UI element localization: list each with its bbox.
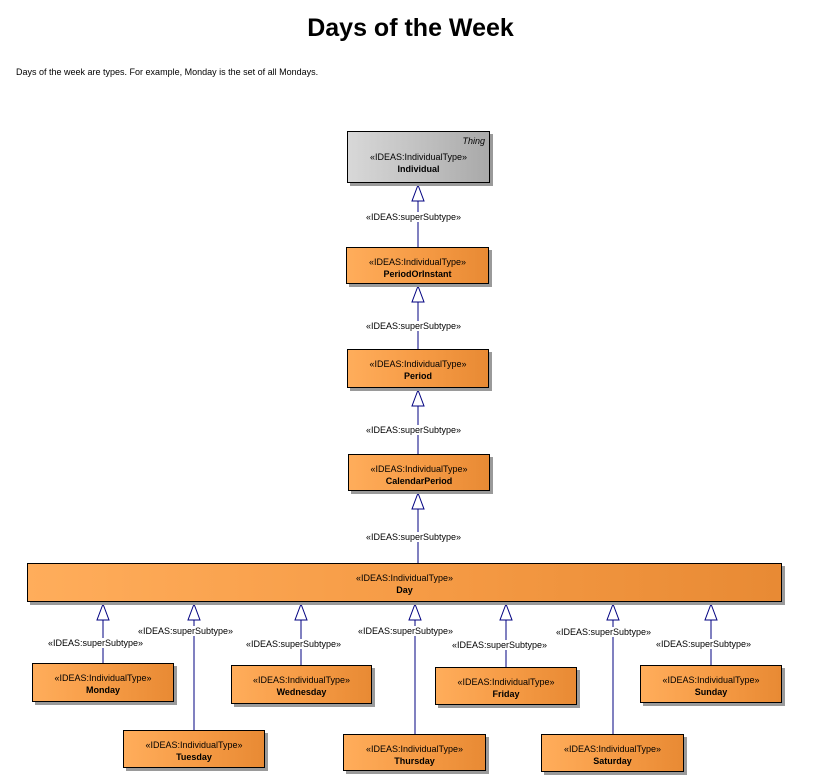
node-name: CalendarPeriod <box>385 476 453 486</box>
node-thursday[interactable]: «IDEAS:IndividualType» Thursday <box>343 734 486 771</box>
node-stereotype: «IDEAS:IndividualType» <box>662 675 760 685</box>
node-name: Tuesday <box>176 752 212 762</box>
node-saturday[interactable]: «IDEAS:IndividualType» Saturday <box>541 734 684 772</box>
arrowhead-day-thursday <box>408 602 422 621</box>
node-name: Wednesday <box>276 687 327 697</box>
node-name: Thursday <box>394 756 435 766</box>
node-stereotype: «IDEAS:IndividualType» <box>145 740 243 750</box>
arrowhead-day-saturday <box>606 602 620 621</box>
arrowhead-day-wednesday <box>294 602 308 621</box>
node-name: Sunday <box>694 687 728 697</box>
node-stereotype: «IDEAS:IndividualType» <box>368 257 467 267</box>
relation-label: «IDEAS:superSubtype» <box>366 425 462 435</box>
relation-label: «IDEAS:superSubtype» <box>656 639 752 649</box>
relation-label: «IDEAS:superSubtype» <box>366 532 462 542</box>
relation-label: «IDEAS:superSubtype» <box>246 639 342 649</box>
arrowhead-day-sunday <box>704 602 718 621</box>
node-name: Monday <box>85 685 120 695</box>
node-tuesday[interactable]: «IDEAS:IndividualType» Tuesday <box>123 730 265 768</box>
page-title: Days of the Week <box>307 14 514 42</box>
arrowhead-day-tuesday <box>187 602 201 621</box>
node-stereotype: «IDEAS:IndividualType» <box>54 673 152 683</box>
node-name: Day <box>396 585 413 595</box>
node-stereotype: «IDEAS:IndividualType» <box>563 744 662 754</box>
node-stereotype: «IDEAS:IndividualType» <box>457 677 555 687</box>
relation-label: «IDEAS:superSubtype» <box>366 321 462 331</box>
relation-label: «IDEAS:superSubtype» <box>358 626 454 636</box>
node-wednesday[interactable]: «IDEAS:IndividualType» Wednesday <box>231 665 372 704</box>
arrowhead-period <box>411 388 425 407</box>
relation-label: «IDEAS:superSubtype» <box>366 212 462 222</box>
node-stereotype: «IDEAS:IndividualType» <box>252 675 351 685</box>
relation-label: «IDEAS:superSubtype» <box>556 627 652 637</box>
node-friday[interactable]: «IDEAS:IndividualType» Friday <box>435 667 577 705</box>
node-sunday[interactable]: «IDEAS:IndividualType» Sunday <box>640 665 782 703</box>
node-name: Individual <box>397 164 440 174</box>
node-monday[interactable]: «IDEAS:IndividualType» Monday <box>32 663 174 702</box>
node-name: Period <box>403 371 432 381</box>
node-stereotype: «IDEAS:IndividualType» <box>369 152 468 162</box>
relation-label: «IDEAS:superSubtype» <box>48 638 144 648</box>
arrowhead-day-monday <box>96 602 110 621</box>
node-name: Friday <box>492 689 520 699</box>
node-day[interactable]: «IDEAS:IndividualType» Day <box>27 563 782 602</box>
page-description: Days of the week are types. For example,… <box>16 67 319 77</box>
node-calendarperiod[interactable]: «IDEAS:IndividualType» CalendarPeriod <box>348 454 490 491</box>
node-tag: Thing <box>462 136 485 146</box>
arrowhead-day-friday <box>499 602 513 621</box>
node-periodorinstant[interactable]: «IDEAS:IndividualType» PeriodOrInstant <box>346 247 489 284</box>
node-stereotype: «IDEAS:IndividualType» <box>365 744 464 754</box>
arrowhead-individual <box>411 183 425 202</box>
relation-label: «IDEAS:superSubtype» <box>138 626 234 636</box>
arrowhead-periodorinstant <box>411 284 425 303</box>
node-name: Saturday <box>593 756 632 766</box>
node-name: PeriodOrInstant <box>383 269 452 279</box>
relation-label: «IDEAS:superSubtype» <box>452 640 548 650</box>
node-stereotype: «IDEAS:IndividualType» <box>369 359 467 369</box>
node-period[interactable]: «IDEAS:IndividualType» Period <box>347 349 489 388</box>
node-stereotype: «IDEAS:IndividualType» <box>370 464 468 474</box>
node-stereotype: «IDEAS:IndividualType» <box>355 573 454 583</box>
node-individual[interactable]: Thing «IDEAS:IndividualType» Individual <box>347 131 490 183</box>
arrowhead-calendarperiod <box>411 491 425 510</box>
